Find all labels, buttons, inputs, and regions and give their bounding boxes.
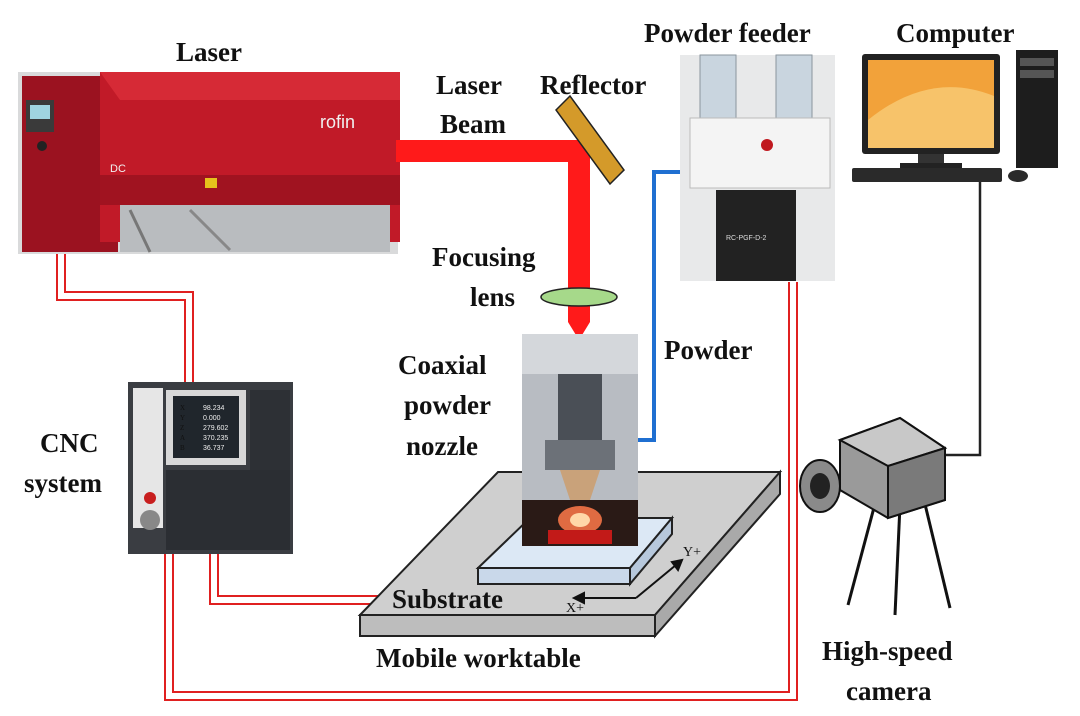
label-camera-line2: camera: [846, 676, 932, 706]
label-powder: Powder: [664, 335, 752, 365]
label-laser-beam-line1: Laser: [436, 70, 502, 100]
cnc-to-substrate-cable: [209, 552, 378, 605]
label-reflector: Reflector: [540, 70, 646, 100]
axis-y-label: Y+: [683, 545, 701, 560]
label-focusing-lens-line2: lens: [470, 282, 515, 312]
cnc-axis-y: Y: [180, 414, 185, 422]
computer-to-camera-cable: [935, 178, 982, 457]
cnc-system: X Y Z A B 98.234 0.000 279.602 370.235 3…: [128, 382, 293, 554]
powder-supply-line: [636, 170, 680, 442]
feeder-model-text: RC-PGF-D-2: [726, 235, 767, 242]
label-nozzle-line2: powder: [404, 390, 491, 420]
xy-axis-arrows: [571, 558, 684, 605]
laser-to-cnc-cable: [56, 250, 194, 385]
laser-model-text: DC: [110, 163, 126, 175]
computer: [852, 50, 1058, 182]
coaxial-powder-nozzle: [522, 334, 638, 546]
reflector-mirror: [555, 94, 625, 186]
laser-unit: rofin DC: [18, 72, 400, 254]
label-mobile-worktable: Mobile worktable: [376, 643, 581, 673]
cnc-axis-x: X: [180, 404, 185, 412]
cnc-readout-3: 279.602: [203, 425, 228, 432]
cnc-axis-a: A: [180, 434, 185, 442]
label-nozzle-line3: nozzle: [406, 431, 478, 461]
label-camera-line1: High-speed: [822, 636, 953, 666]
high-speed-camera: [799, 416, 952, 616]
label-computer: Computer: [896, 18, 1014, 48]
cnc-axis-z: Z: [180, 424, 184, 432]
cnc-readout-1: 98.234: [203, 405, 225, 412]
label-nozzle-line1: Coaxial: [398, 350, 487, 380]
laser-beam-vertical: [568, 140, 590, 340]
label-laser: Laser: [176, 37, 242, 67]
label-cnc-line1: CNC: [40, 428, 99, 458]
label-cnc-line2: system: [24, 468, 102, 498]
cnc-readout-2: 0.000: [203, 415, 221, 422]
laser-beam-horizontal: [396, 140, 580, 162]
label-focusing-lens-line1: Focusing: [432, 242, 536, 272]
cnc-axis-b: B: [180, 444, 185, 452]
axis-x-label: X+: [566, 601, 584, 616]
cnc-readout-4: 370.235: [203, 435, 228, 442]
laser-brand-text: rofin: [320, 112, 355, 132]
focusing-lens: [540, 287, 618, 307]
cnc-to-feeder-cable: [164, 282, 798, 701]
label-substrate: Substrate: [392, 584, 503, 614]
powder-feeder: RC-PGF-D-2: [680, 54, 835, 281]
label-powder-feeder: Powder feeder: [644, 18, 811, 48]
label-laser-beam-line2: Beam: [440, 109, 506, 139]
cnc-readout-5: 36.737: [203, 445, 225, 452]
